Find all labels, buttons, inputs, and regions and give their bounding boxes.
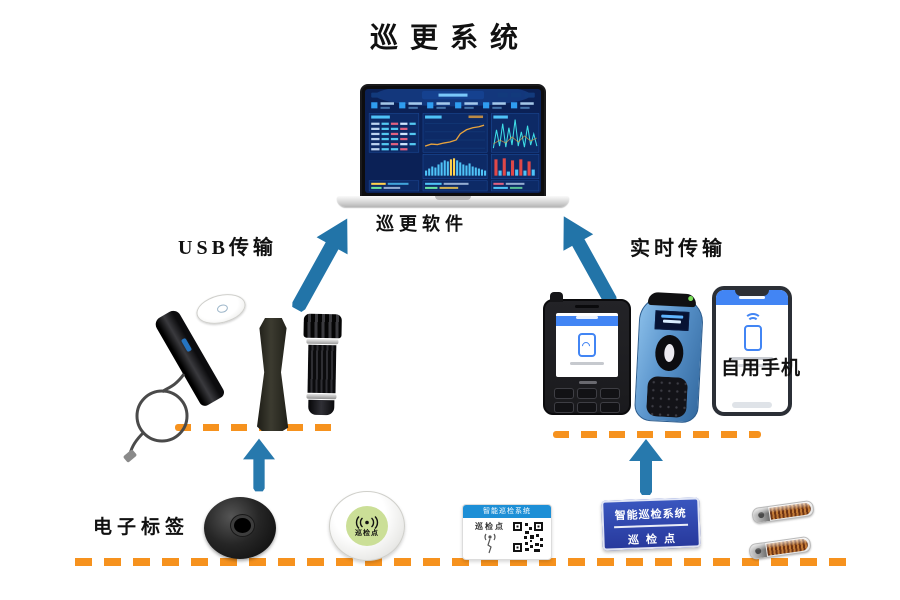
patrol-wand-reader-head xyxy=(193,289,249,329)
card-header: 智能巡检系统 xyxy=(463,505,551,518)
laptop-screen xyxy=(360,84,546,198)
patrol-wand-plain xyxy=(257,318,289,431)
rfid-disc-tag-black xyxy=(204,497,276,559)
arrow-up-right-icon xyxy=(278,208,367,320)
reader-screen xyxy=(654,310,690,331)
glass-capsule-tag xyxy=(748,535,812,561)
arrow-up-icon xyxy=(243,438,275,492)
usb-transfer-label: USB传输 xyxy=(178,237,277,259)
realtime-transfer-label: 实时传输 xyxy=(630,238,726,260)
dashed-line-right xyxy=(553,431,761,438)
sign-title: 智能巡检系统 xyxy=(614,507,687,523)
reader-button xyxy=(663,343,675,363)
laptop-base xyxy=(337,196,569,207)
app-header xyxy=(716,290,788,305)
rfid-signal-icon xyxy=(355,515,379,529)
laptop-notch xyxy=(435,196,471,200)
patrol-wand-flashlight xyxy=(303,313,342,417)
phone-notch xyxy=(735,290,769,296)
page-title: 巡更系统 xyxy=(369,23,530,54)
home-indicator xyxy=(732,402,772,408)
sign-divider xyxy=(614,523,689,528)
software-label: 巡更软件 xyxy=(376,214,468,234)
card-point-text: 巡检点 xyxy=(475,522,505,531)
checkpoint-sign-blue: 智能巡检系统 巡检点 xyxy=(601,497,701,551)
usb-cord xyxy=(123,373,189,463)
electronic-tags-label: 电子标签 xyxy=(93,517,190,538)
arrow-up-icon xyxy=(629,437,663,497)
keypad xyxy=(554,388,620,413)
antenna-icon xyxy=(484,533,496,554)
checkpoint-card: 智能巡检系统 巡检点 xyxy=(462,504,552,560)
glass-capsule-tag xyxy=(751,499,815,525)
antenna xyxy=(550,292,563,302)
smartphone xyxy=(712,286,792,416)
sign-point-text: 巡检点 xyxy=(627,532,683,547)
handheld-screen xyxy=(556,313,618,377)
rfid-disc-tag-white: 巡检点 xyxy=(329,491,405,561)
reader-grip xyxy=(645,375,689,418)
qr-code xyxy=(512,521,544,553)
nfc-icon xyxy=(741,313,763,351)
checkpoint-text: 巡检点 xyxy=(355,529,379,537)
personal-phone-label: 自用手机 xyxy=(721,358,802,379)
dashboard-graphic xyxy=(365,89,541,193)
dashed-line-bottom xyxy=(75,558,857,566)
handheld-terminal-black xyxy=(543,292,631,415)
phone-screen xyxy=(716,290,788,412)
arrow-up-left-icon xyxy=(545,206,632,315)
patrol-reader-blue xyxy=(633,291,705,424)
dashed-line-left xyxy=(175,424,337,431)
